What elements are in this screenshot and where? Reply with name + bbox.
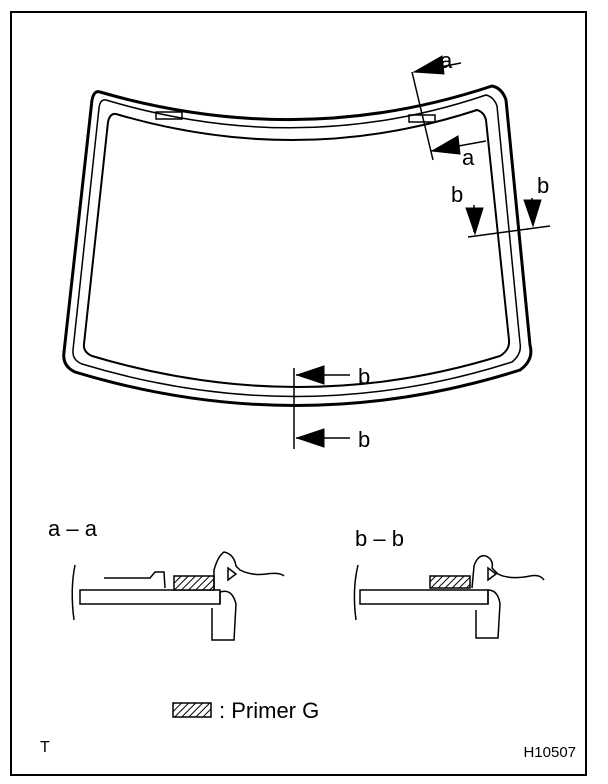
label-b-bottom-2: b [358, 427, 370, 452]
section-a-title: a – a [48, 516, 98, 541]
cross-section-b [353, 554, 545, 639]
label-a-top: a [440, 48, 453, 73]
cross-section-a [71, 551, 285, 641]
section-line-b-bottom [293, 365, 350, 449]
label-b-right-2: b [537, 173, 549, 198]
corner-mark: T [40, 739, 50, 756]
label-a-bottom: a [462, 145, 475, 170]
label-b-bottom-1: b [358, 364, 370, 389]
primer-legend-swatch [172, 702, 212, 718]
section-line-a [411, 55, 487, 161]
primer-legend-label: : Primer G [219, 698, 319, 723]
windshield-glass [62, 84, 533, 407]
diagram-border [10, 11, 587, 776]
figure-code: H10507 [523, 744, 576, 761]
section-line-b-right [465, 198, 551, 238]
section-b-title: b – b [355, 526, 404, 551]
label-b-right-1: b [451, 182, 463, 207]
